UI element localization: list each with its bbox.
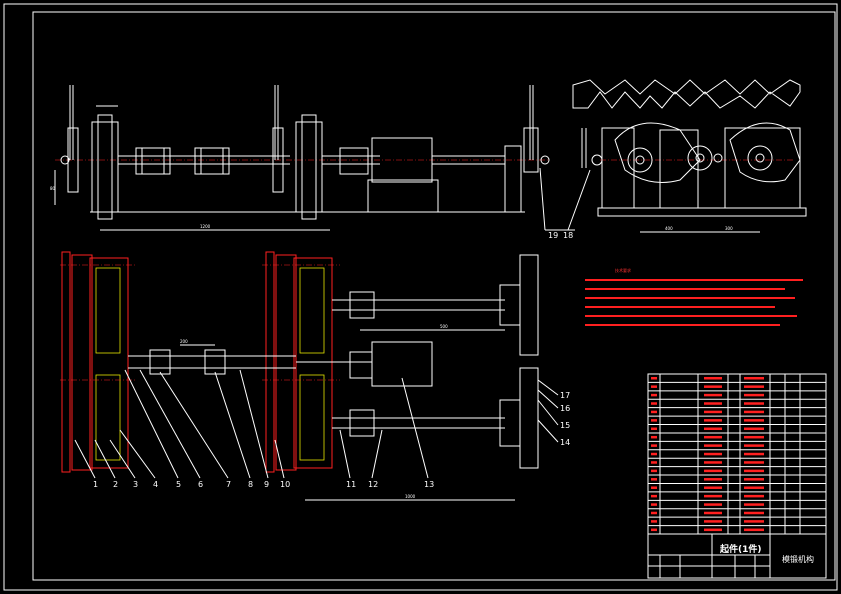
table-cell-mark — [651, 469, 657, 473]
table-cell-mark — [651, 410, 657, 414]
part-label-1: 1 — [93, 480, 98, 489]
dim-top-span: 1200 — [200, 224, 211, 229]
table-cell-mark — [651, 478, 657, 481]
part-label-3: 3 — [133, 480, 138, 489]
notes-title: 技术要求 — [615, 267, 631, 273]
table-cell-mark — [704, 528, 722, 532]
table-cell-mark — [744, 452, 764, 456]
table-cell-mark — [651, 511, 657, 515]
table-cell-mark — [744, 385, 764, 388]
part-label-12: 12 — [368, 480, 378, 489]
plan-view: 200 500 1000 — [60, 251, 559, 501]
table-cell-mark — [744, 469, 764, 473]
table-cell-mark — [651, 461, 657, 464]
table-cell-mark — [704, 410, 722, 414]
notes-lines — [585, 279, 803, 326]
table-cell-mark — [651, 427, 657, 431]
part-label-11: 11 — [346, 480, 356, 489]
table-cell-mark — [744, 393, 764, 397]
dim-height-mark: 80 — [50, 186, 56, 191]
parts-list-table — [647, 373, 827, 535]
table-cell-mark — [704, 385, 722, 388]
table-cell-mark — [704, 419, 722, 422]
part-label-6: 6 — [198, 480, 203, 489]
table-cell-mark — [744, 528, 764, 532]
table-cell-mark — [744, 444, 764, 447]
table-cell-mark — [744, 377, 764, 380]
table-cell-mark — [704, 494, 722, 498]
table-cell-mark — [744, 520, 764, 523]
top-elevation-view: 1200 80 — [50, 85, 591, 231]
table-cell-mark — [744, 461, 764, 464]
table-cell-mark — [744, 486, 764, 489]
table-cell-mark — [651, 503, 657, 506]
table-cell-mark — [651, 435, 657, 439]
table-cell-mark — [651, 528, 657, 532]
table-cell-mark — [651, 452, 657, 456]
table-cell-mark — [704, 427, 722, 431]
table-cell-mark — [704, 461, 722, 464]
dim-bottom-span: 1000 — [405, 494, 416, 499]
parts-list-rows — [648, 377, 826, 532]
table-cell-mark — [651, 444, 657, 447]
table-cell-mark — [651, 486, 657, 489]
table-cell-mark — [651, 419, 657, 422]
table-cell-mark — [651, 385, 657, 388]
part-label-4: 4 — [153, 480, 158, 489]
title-block-name: 起件(1件) — [719, 543, 762, 555]
part-label-13: 13 — [424, 480, 434, 489]
part-label-9: 9 — [264, 480, 269, 489]
dim-shaft-gap: 500 — [440, 324, 448, 329]
part-label-7: 7 — [226, 480, 231, 489]
table-cell-mark — [704, 435, 722, 439]
table-cell-mark — [704, 469, 722, 473]
table-cell-mark — [744, 410, 764, 414]
table-cell-mark — [651, 494, 657, 498]
table-cell-mark — [704, 402, 722, 405]
table-cell-mark — [704, 452, 722, 456]
table-cell-mark — [744, 478, 764, 481]
part-label-17: 17 — [560, 391, 570, 400]
table-cell-mark — [651, 520, 657, 523]
part-label-10: 10 — [280, 480, 290, 489]
table-cell-mark — [744, 494, 764, 498]
inner-border — [32, 11, 836, 581]
table-cell-mark — [651, 393, 657, 397]
table-cell-mark — [744, 503, 764, 506]
table-cell-mark — [704, 444, 722, 447]
table-cell-mark — [744, 511, 764, 515]
title-block — [647, 533, 827, 579]
table-cell-mark — [651, 402, 657, 405]
dim-side-a: 400 — [665, 226, 673, 231]
part-label-8: 8 — [248, 480, 253, 489]
dim-mid-span: 200 — [180, 339, 188, 344]
outer-border — [3, 3, 838, 591]
table-cell-mark — [651, 377, 657, 380]
part-label-14: 14 — [560, 438, 570, 447]
table-cell-mark — [744, 419, 764, 422]
part-label-16: 16 — [560, 404, 570, 413]
table-cell-mark — [704, 486, 722, 489]
part-label-18: 18 — [563, 231, 573, 240]
table-cell-mark — [704, 520, 722, 523]
table-cell-mark — [744, 435, 764, 439]
part-label-5: 5 — [176, 480, 181, 489]
dim-side-b: 300 — [725, 226, 733, 231]
part-label-15: 15 — [560, 421, 570, 430]
title-block-right: 模锻机构 — [782, 554, 814, 564]
part-label-19: 19 — [548, 231, 558, 240]
part-label-2: 2 — [113, 480, 118, 489]
table-cell-mark — [744, 402, 764, 405]
table-cell-mark — [704, 393, 722, 397]
cam-side-view: 400 300 — [572, 79, 807, 233]
table-cell-mark — [704, 478, 722, 481]
table-cell-mark — [704, 511, 722, 515]
table-cell-mark — [744, 427, 764, 431]
table-cell-mark — [704, 377, 722, 380]
table-cell-mark — [704, 503, 722, 506]
